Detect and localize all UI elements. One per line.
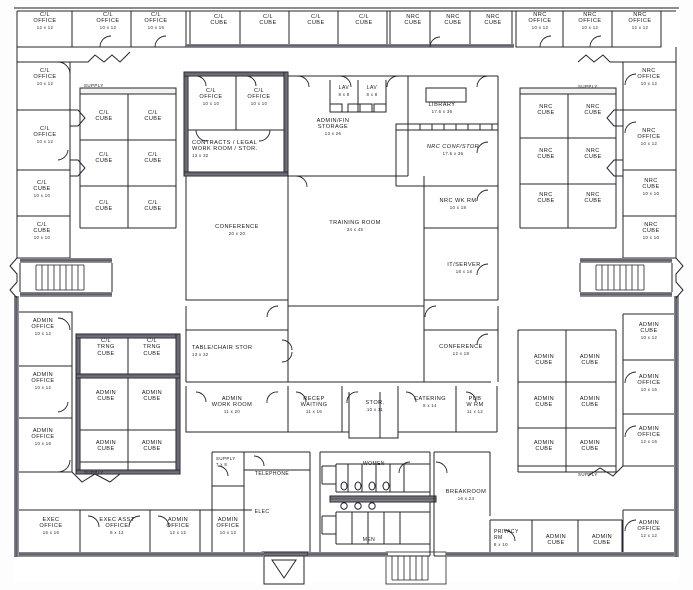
trng-cube-block bbox=[75, 333, 181, 475]
cube-farm-northeast bbox=[519, 87, 617, 229]
mid-south-walls bbox=[185, 306, 499, 383]
exterior-wall-south bbox=[14, 296, 679, 557]
library-table bbox=[425, 87, 467, 103]
stairwell-northeast bbox=[579, 258, 673, 297]
core-bottom-row bbox=[185, 386, 498, 439]
adminfin-storage-walls bbox=[287, 75, 408, 177]
corridor-wall-top bbox=[186, 44, 514, 48]
restroom-block bbox=[319, 451, 437, 557]
sinks-row bbox=[340, 502, 376, 510]
library-walls bbox=[395, 75, 499, 176]
core-northwest bbox=[183, 71, 289, 177]
cube-farm-northwest bbox=[79, 87, 177, 229]
cube-farm-southeast bbox=[517, 329, 617, 473]
door-arcs bbox=[57, 35, 637, 542]
stairwell-south bbox=[385, 551, 447, 585]
toilet-stalls-women bbox=[340, 481, 390, 491]
wall-jogs bbox=[9, 51, 684, 483]
cube-farm-southwest-mid bbox=[489, 519, 623, 557]
stairwell-northwest bbox=[19, 258, 113, 297]
left-offices-walls bbox=[16, 47, 71, 259]
